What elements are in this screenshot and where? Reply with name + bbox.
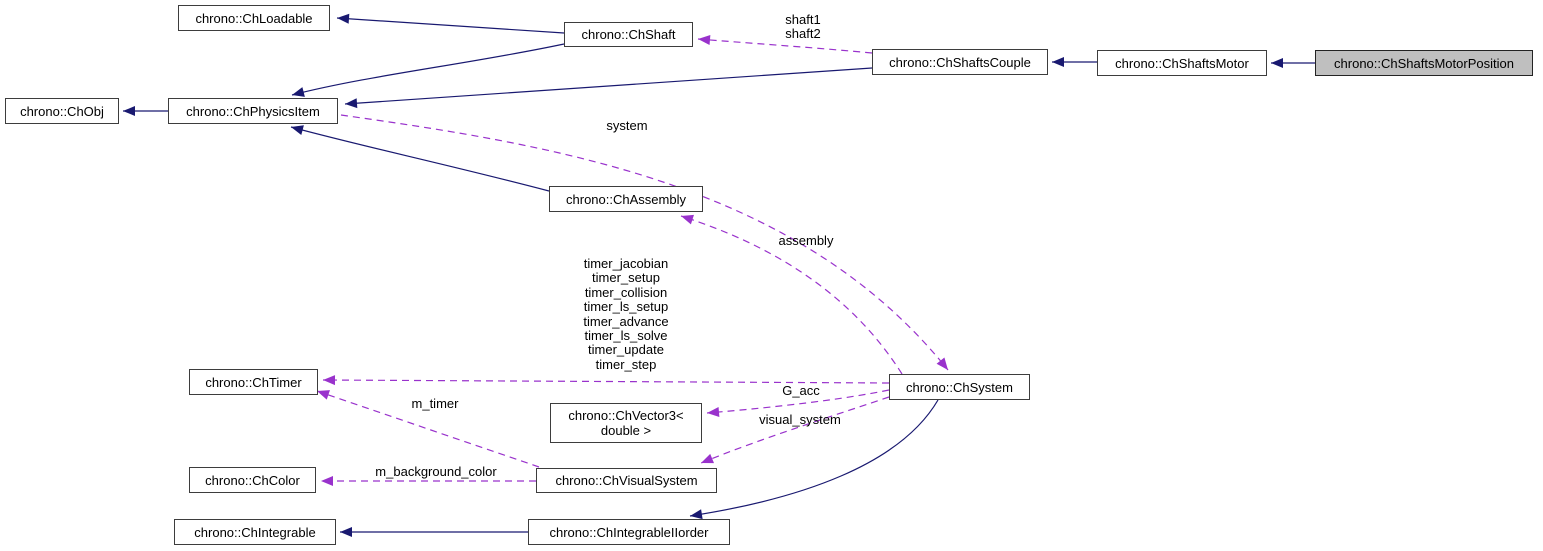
node-label: chrono::ChAssembly bbox=[566, 191, 686, 207]
node-label: chrono::ChTimer bbox=[205, 374, 302, 390]
edge-label-g-acc: G_acc bbox=[782, 383, 820, 398]
node-label: chrono::ChPhysicsItem bbox=[186, 103, 320, 119]
edge-inherit-chshaft-chphysicsitem bbox=[291, 43, 565, 97]
node-chshaft[interactable]: chrono::ChShaft bbox=[564, 22, 693, 47]
node-label-line1: chrono::ChVector3< bbox=[568, 408, 684, 423]
node-label: chrono::ChSystem bbox=[906, 379, 1013, 395]
edge-label-timer-update: timer_update bbox=[588, 342, 664, 358]
edge-label-assembly: assembly bbox=[778, 233, 834, 248]
node-chcolor[interactable]: chrono::ChColor bbox=[189, 467, 316, 493]
edge-usage-m-timer bbox=[316, 390, 540, 468]
edge-label-timers: timer_jacobian timer_setup timer_collisi… bbox=[556, 256, 696, 372]
node-label: chrono::ChVisualSystem bbox=[555, 473, 698, 488]
node-chintegrableiiorder[interactable]: chrono::ChIntegrableIIorder bbox=[528, 519, 730, 545]
node-label: chrono::ChIntegrable bbox=[194, 524, 316, 540]
edge-inherit-chsystem-chintegrableiiorder bbox=[689, 399, 939, 520]
edge-usage-visual-system bbox=[700, 396, 890, 464]
node-chassembly[interactable]: chrono::ChAssembly bbox=[549, 186, 703, 212]
node-chphysicsitem[interactable]: chrono::ChPhysicsItem bbox=[168, 98, 338, 124]
edge-usage-system bbox=[340, 114, 949, 371]
edge-label-m-timer: m_timer bbox=[411, 396, 459, 411]
node-label: chrono::ChColor bbox=[205, 472, 300, 488]
node-chshaftscouple[interactable]: chrono::ChShaftsCouple bbox=[872, 49, 1048, 75]
node-chloadable[interactable]: chrono::ChLoadable bbox=[178, 5, 330, 31]
edge-usage-g-acc bbox=[706, 389, 890, 417]
node-label: chrono::ChShaft bbox=[581, 27, 676, 42]
edge-label-timer-advance: timer_advance bbox=[583, 313, 669, 329]
edge-label-shafts: shaft1 shaft2 bbox=[763, 12, 843, 42]
edge-label-timer-collision: timer_collision bbox=[584, 284, 668, 300]
node-chshaftsmotor[interactable]: chrono::ChShaftsMotor bbox=[1097, 50, 1267, 76]
edge-inherit-chshaft-chloadable bbox=[336, 13, 565, 34]
edge-usage-assembly bbox=[680, 214, 903, 375]
node-label: chrono::ChShaftsMotor bbox=[1115, 55, 1249, 71]
node-chintegrable[interactable]: chrono::ChIntegrable bbox=[174, 519, 336, 545]
edge-label-system: system bbox=[606, 118, 648, 133]
node-label: chrono::ChLoadable bbox=[195, 10, 313, 26]
node-label: chrono::ChObj bbox=[20, 103, 104, 119]
edge-label-timer-setup: timer_setup bbox=[592, 270, 660, 286]
edge-label-timer-ls-solve: timer_ls_solve bbox=[584, 328, 668, 344]
node-label-line2: double > bbox=[600, 423, 652, 438]
node-chshaftsmotorposition[interactable]: chrono::ChShaftsMotorPosition bbox=[1315, 50, 1533, 76]
edge-label-shaft2: shaft2 bbox=[785, 26, 821, 42]
node-chvector3[interactable]: chrono::ChVector3< double > bbox=[550, 403, 702, 443]
node-chobj[interactable]: chrono::ChObj bbox=[5, 98, 119, 124]
edge-usage-timers bbox=[322, 375, 890, 386]
edge-label-timer-jacobian: timer_jacobian bbox=[583, 256, 669, 271]
edge-label-timer-step: timer_step bbox=[595, 356, 657, 372]
node-label: chrono::ChIntegrableIIorder bbox=[549, 524, 709, 540]
edge-label-m-background-color: m_background_color bbox=[375, 464, 497, 479]
edge-label-visual-system: visual_system bbox=[759, 412, 841, 427]
edge-label-shaft1: shaft1 bbox=[785, 12, 821, 27]
node-label: chrono::ChShaftsCouple bbox=[889, 54, 1031, 70]
edge-inherit-chassembly-chphysicsitem bbox=[290, 125, 550, 192]
node-chsystem[interactable]: chrono::ChSystem bbox=[889, 374, 1030, 400]
edge-inherit-chshaftscouple-chphysicsitem bbox=[344, 67, 873, 109]
edge-label-timer-ls-setup: timer_ls_setup bbox=[583, 299, 669, 315]
node-label: chrono::ChShaftsMotorPosition bbox=[1334, 55, 1514, 71]
node-chtimer[interactable]: chrono::ChTimer bbox=[189, 369, 318, 395]
node-chvisualsystem[interactable]: chrono::ChVisualSystem bbox=[536, 468, 717, 493]
